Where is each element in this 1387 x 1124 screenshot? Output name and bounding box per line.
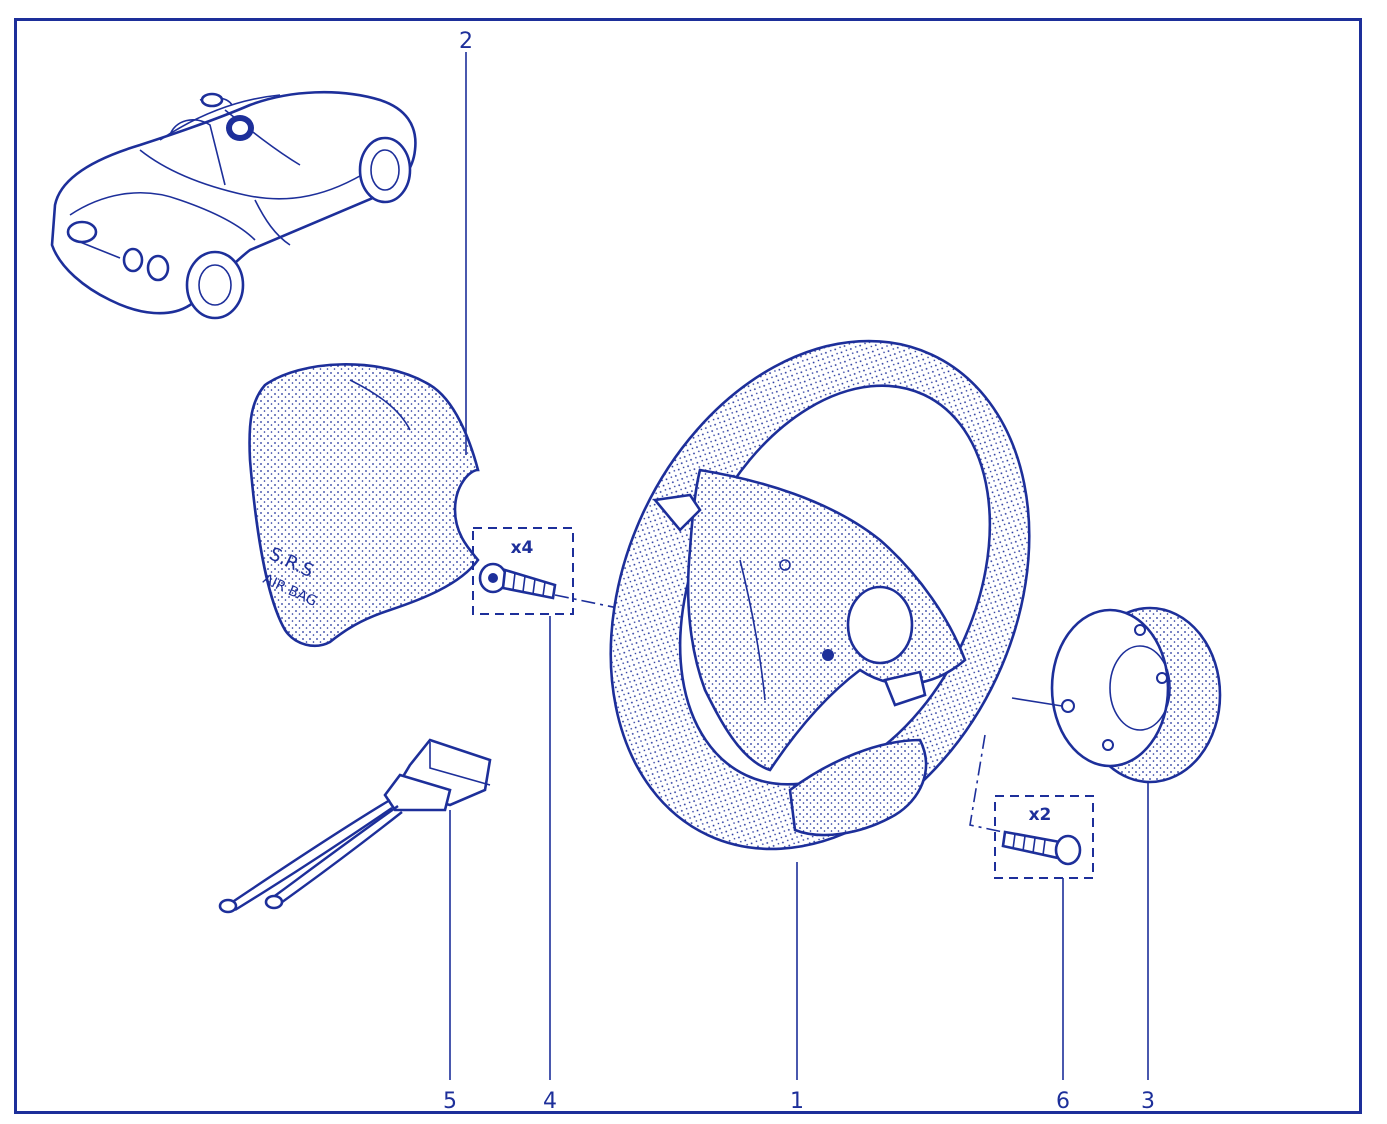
callout-4: 4: [543, 1089, 557, 1114]
screw-group-4: x4: [472, 527, 574, 615]
car-illustration: [50, 90, 417, 320]
quantity-x4: x4: [511, 538, 534, 558]
airbag-cushion: S.R.S AIR BAG: [248, 363, 480, 647]
callout-1: 1: [790, 1089, 804, 1114]
quantity-x2: x2: [1029, 805, 1052, 825]
steering-hub: [1050, 606, 1222, 784]
diagram-frame: [14, 18, 1362, 1114]
callout-2: 2: [459, 29, 473, 54]
screw-group-6: x2: [994, 795, 1094, 879]
callout-5: 5: [443, 1089, 457, 1114]
connector-harness: [218, 738, 492, 914]
hub-link-line: [1011, 697, 1063, 707]
screw6-axis-line: [969, 734, 1004, 833]
callout-3: 3: [1141, 1089, 1155, 1114]
steering-wheel: [609, 339, 1031, 851]
callout-6: 6: [1056, 1089, 1070, 1114]
